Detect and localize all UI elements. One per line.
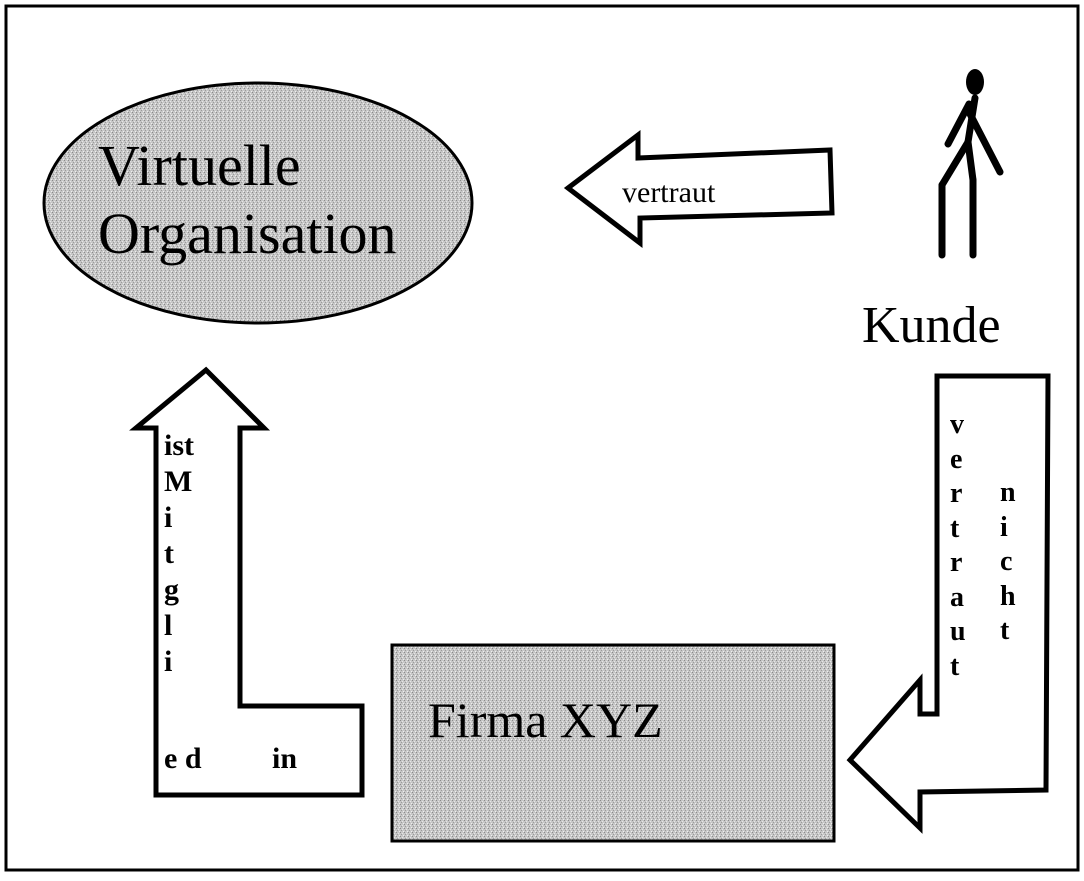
firma-node: [390, 643, 836, 843]
vertical-letter: n: [1000, 477, 1016, 508]
vertical-letter: v: [950, 409, 964, 440]
ist-mitglied-bottom-right: in: [272, 742, 298, 775]
vertical-letter: c: [1000, 546, 1013, 577]
vertical-letter: i: [164, 645, 173, 678]
vertical-letter: h: [1000, 580, 1016, 612]
vertical-letter: g: [164, 573, 179, 606]
vertical-letter: t: [950, 650, 960, 682]
virtual-organisation-node: [42, 81, 474, 325]
vertical-letter: t: [950, 512, 960, 544]
vertraut-label: vertraut: [622, 176, 716, 209]
vertical-letter: e: [950, 443, 963, 475]
vertical-letter: i: [1000, 511, 1008, 543]
vertical-letter: r: [950, 478, 963, 509]
vertical-letter: u: [950, 616, 966, 647]
kunde-label: Kunde: [862, 297, 1001, 354]
vertraut-arrow: [563, 129, 835, 249]
vertical-letter: t: [1000, 615, 1010, 646]
virtual-organisation-line1: Virtuelle: [98, 133, 301, 198]
vertical-letter: ist: [164, 429, 194, 462]
vertical-letter: i: [164, 501, 173, 534]
vertical-letter: t: [164, 537, 174, 570]
customer-figure-icon: [938, 69, 1004, 259]
vertical-letter: a: [950, 581, 964, 613]
vertical-letter: r: [950, 547, 963, 578]
ist-mitglied-in-arrow: [129, 366, 365, 798]
firma-label: Firma XYZ: [428, 692, 663, 748]
vertical-letter: l: [164, 609, 173, 642]
ist-mitglied-bottom-left: e d: [164, 742, 202, 775]
vertical-letter: M: [164, 465, 193, 498]
vertraut-nicht-arrow: [846, 373, 1051, 834]
virtual-organisation-line2: Organisation: [98, 201, 397, 266]
